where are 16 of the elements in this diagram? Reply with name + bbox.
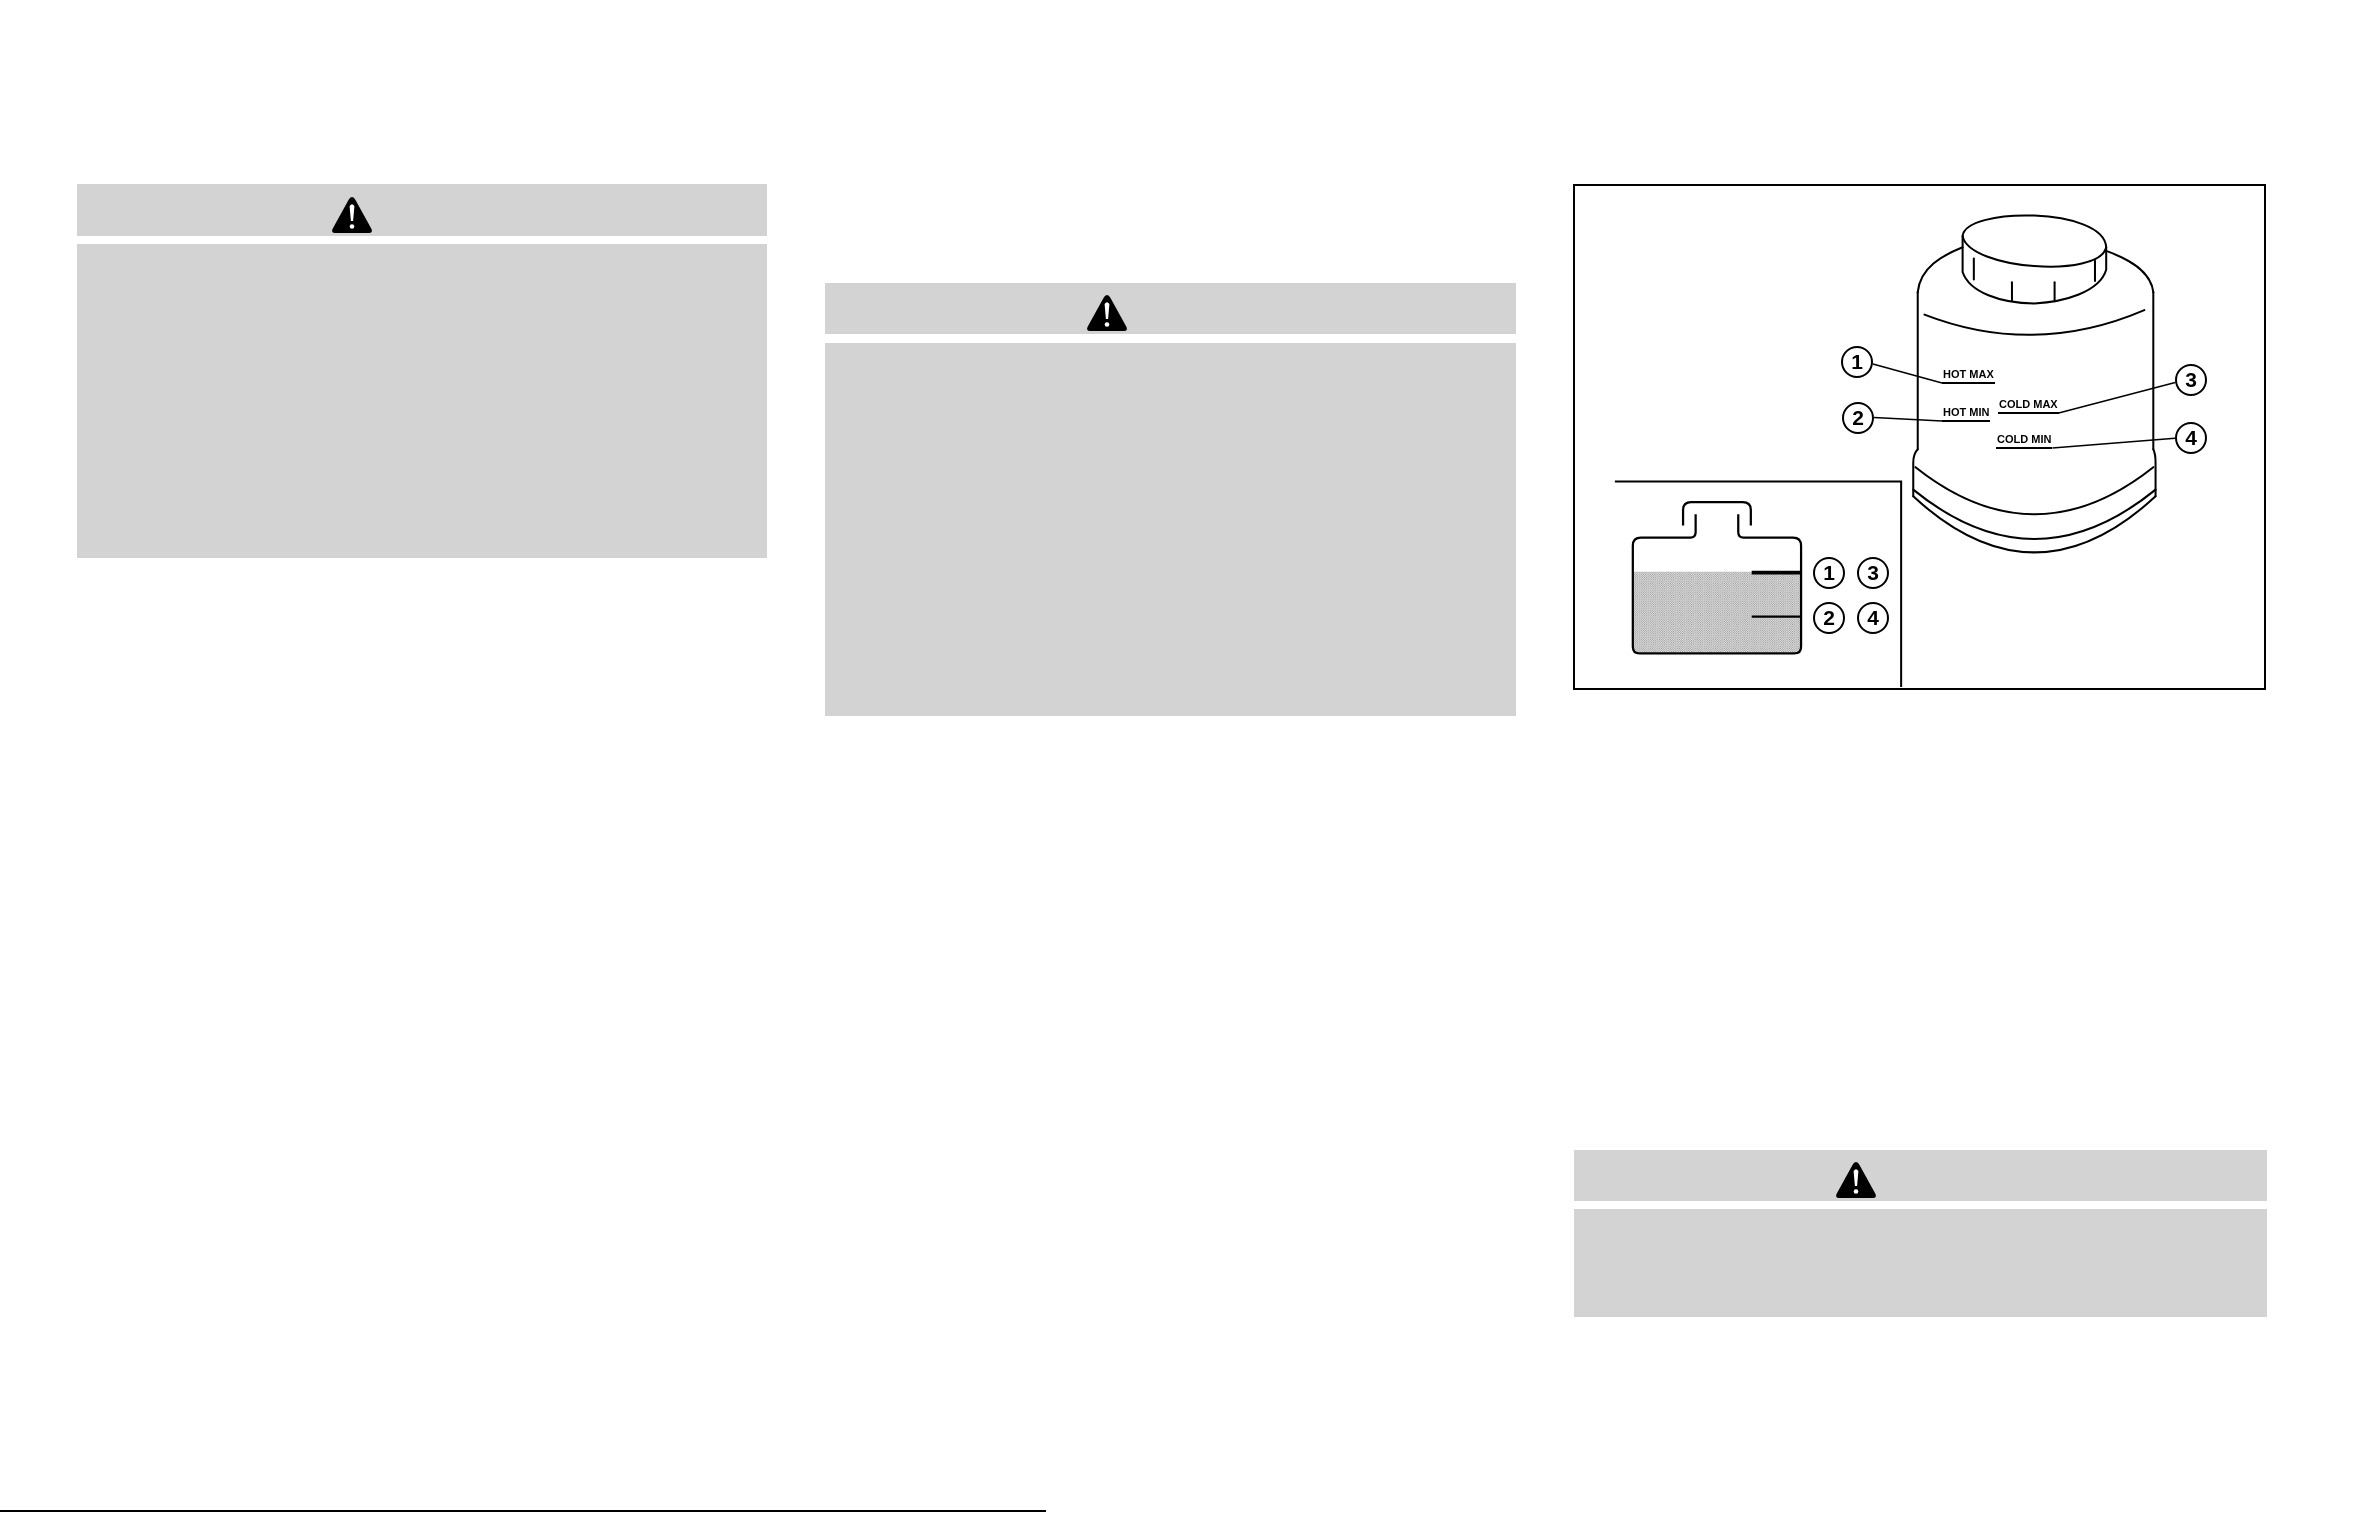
- callout-number: 1: [1813, 557, 1845, 589]
- leader-line: [1873, 416, 1943, 422]
- callout-number: 3: [2175, 364, 2207, 396]
- callout-number: 4: [2175, 422, 2207, 454]
- level-marking: HOT MIN: [1942, 406, 1991, 422]
- leader-line: [2051, 437, 2176, 449]
- level-marking: COLD MAX: [1998, 398, 2059, 414]
- callout-number: 3: [1857, 557, 1889, 589]
- level-marking: COLD MIN: [1996, 433, 2053, 449]
- leader-line: [1872, 363, 1943, 384]
- leader-line: [2057, 381, 2176, 414]
- callout-number: 2: [1813, 602, 1845, 634]
- callout-number: 4: [1857, 602, 1889, 634]
- level-marking: HOT MAX: [1942, 368, 1995, 384]
- callout-number: 2: [1842, 402, 1874, 434]
- callout-number: 1: [1841, 346, 1873, 378]
